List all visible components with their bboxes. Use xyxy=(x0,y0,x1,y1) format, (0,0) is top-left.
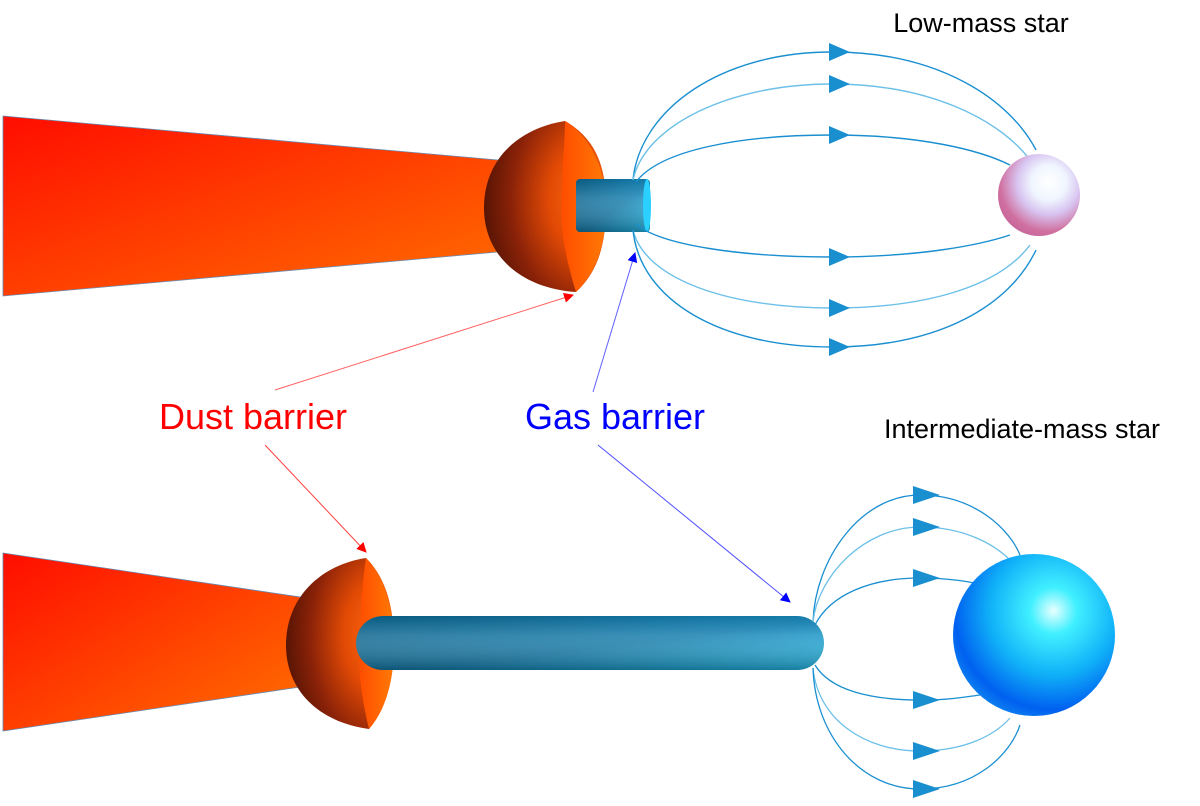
intermediate-mass-star xyxy=(953,554,1115,716)
arrowhead-icon xyxy=(829,299,850,317)
field-arrowheads xyxy=(829,43,850,356)
arrowhead-icon xyxy=(913,691,940,709)
gas-barrier-tube xyxy=(356,616,824,670)
dust-disk-wedge xyxy=(2,552,301,732)
annotations: Dust barrier Gas barrier xyxy=(159,252,791,603)
dust-barrier-arrow-bottom xyxy=(264,444,367,553)
arrowhead-icon xyxy=(913,780,940,798)
arrowhead-icon xyxy=(829,75,850,93)
intermediate-mass-star-label: Intermediate-mass star xyxy=(884,414,1160,444)
dust-barrier-arrow-top xyxy=(274,292,574,391)
field-line xyxy=(635,134,1011,183)
low-mass-star-label: Low-mass star xyxy=(893,8,1069,38)
low-mass-panel: Low-mass star xyxy=(2,8,1080,356)
field-line xyxy=(632,229,1031,309)
gas-barrier-arrow-bottom xyxy=(597,444,791,603)
arrowhead-icon xyxy=(829,43,850,61)
arrowhead-icon xyxy=(913,518,940,536)
gas-barrier-arrow-top xyxy=(592,252,638,393)
field-line xyxy=(814,664,981,701)
arrowhead-icon xyxy=(829,248,850,266)
arrowhead-icon xyxy=(829,338,850,356)
dust-disk-wedge xyxy=(2,115,521,297)
field-arrowheads xyxy=(913,486,940,798)
gas-barrier-label: Gas barrier xyxy=(525,396,705,437)
field-line xyxy=(632,229,1037,348)
field-line xyxy=(635,223,1011,258)
arrowhead-icon xyxy=(913,742,940,760)
dust-barrier-label: Dust barrier xyxy=(159,396,347,437)
arrowhead-icon xyxy=(913,486,940,504)
intermediate-mass-panel: Intermediate-mass star xyxy=(2,414,1160,798)
low-mass-star xyxy=(998,154,1080,236)
arrowhead-icon xyxy=(913,569,940,587)
gas-barrier-cylinder xyxy=(576,179,651,232)
arrowhead-icon xyxy=(829,126,850,144)
